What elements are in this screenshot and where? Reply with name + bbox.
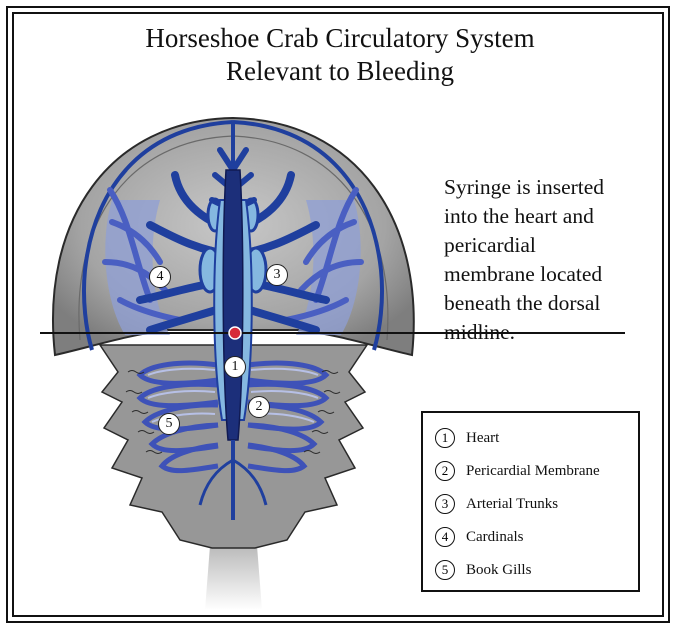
legend-label: Book Gills [466,561,532,578]
callout-book-gills: 5 [158,413,180,435]
title-line-1: Horseshoe Crab Circulatory System [145,23,535,53]
legend-number: 2 [435,461,455,481]
callout-heart: 1 [224,356,246,378]
left-book-gills [136,360,219,474]
legend-number: 5 [435,560,455,580]
legend-label: Heart [466,429,500,446]
callout-arterial-trunks: 3 [266,264,288,286]
legend-number: 3 [435,494,455,514]
page-title: Horseshoe Crab Circulatory System Releva… [0,22,680,88]
legend-label: Pericardial Membrane [466,462,600,479]
callout-cardinals: 4 [149,266,171,288]
legend-item: 5 Book Gills [435,557,531,583]
note-line-4: membrane located [444,262,603,286]
syringe-insertion-marker [228,326,242,340]
legend-item: 1 Heart [435,425,499,451]
legend-number: 1 [435,428,455,448]
legend-item: 2 Pericardial Membrane [435,458,600,484]
legend-number: 4 [435,527,455,547]
outer-frame [6,6,670,623]
heart [222,169,244,441]
note-line-6: midline. [444,320,516,344]
callout-pericardial-membrane: 2 [248,396,270,418]
note-line-5: beneath the dorsal [444,291,601,315]
legend-label: Cardinals [466,528,524,545]
legend-item: 3 Arterial Trunks [435,491,558,517]
note-line-3: pericardial [444,233,536,257]
syringe-note: Syringe is inserted into the heart and p… [444,173,659,347]
legend: 1 Heart 2 Pericardial Membrane 3 Arteria… [421,411,640,592]
right-book-gills [247,360,330,474]
title-line-2: Relevant to Bleeding [226,56,454,86]
note-line-1: Syringe is inserted [444,175,605,199]
note-line-2: into the heart and [444,204,594,228]
legend-label: Arterial Trunks [466,495,559,512]
legend-item: 4 Cardinals [435,524,524,550]
